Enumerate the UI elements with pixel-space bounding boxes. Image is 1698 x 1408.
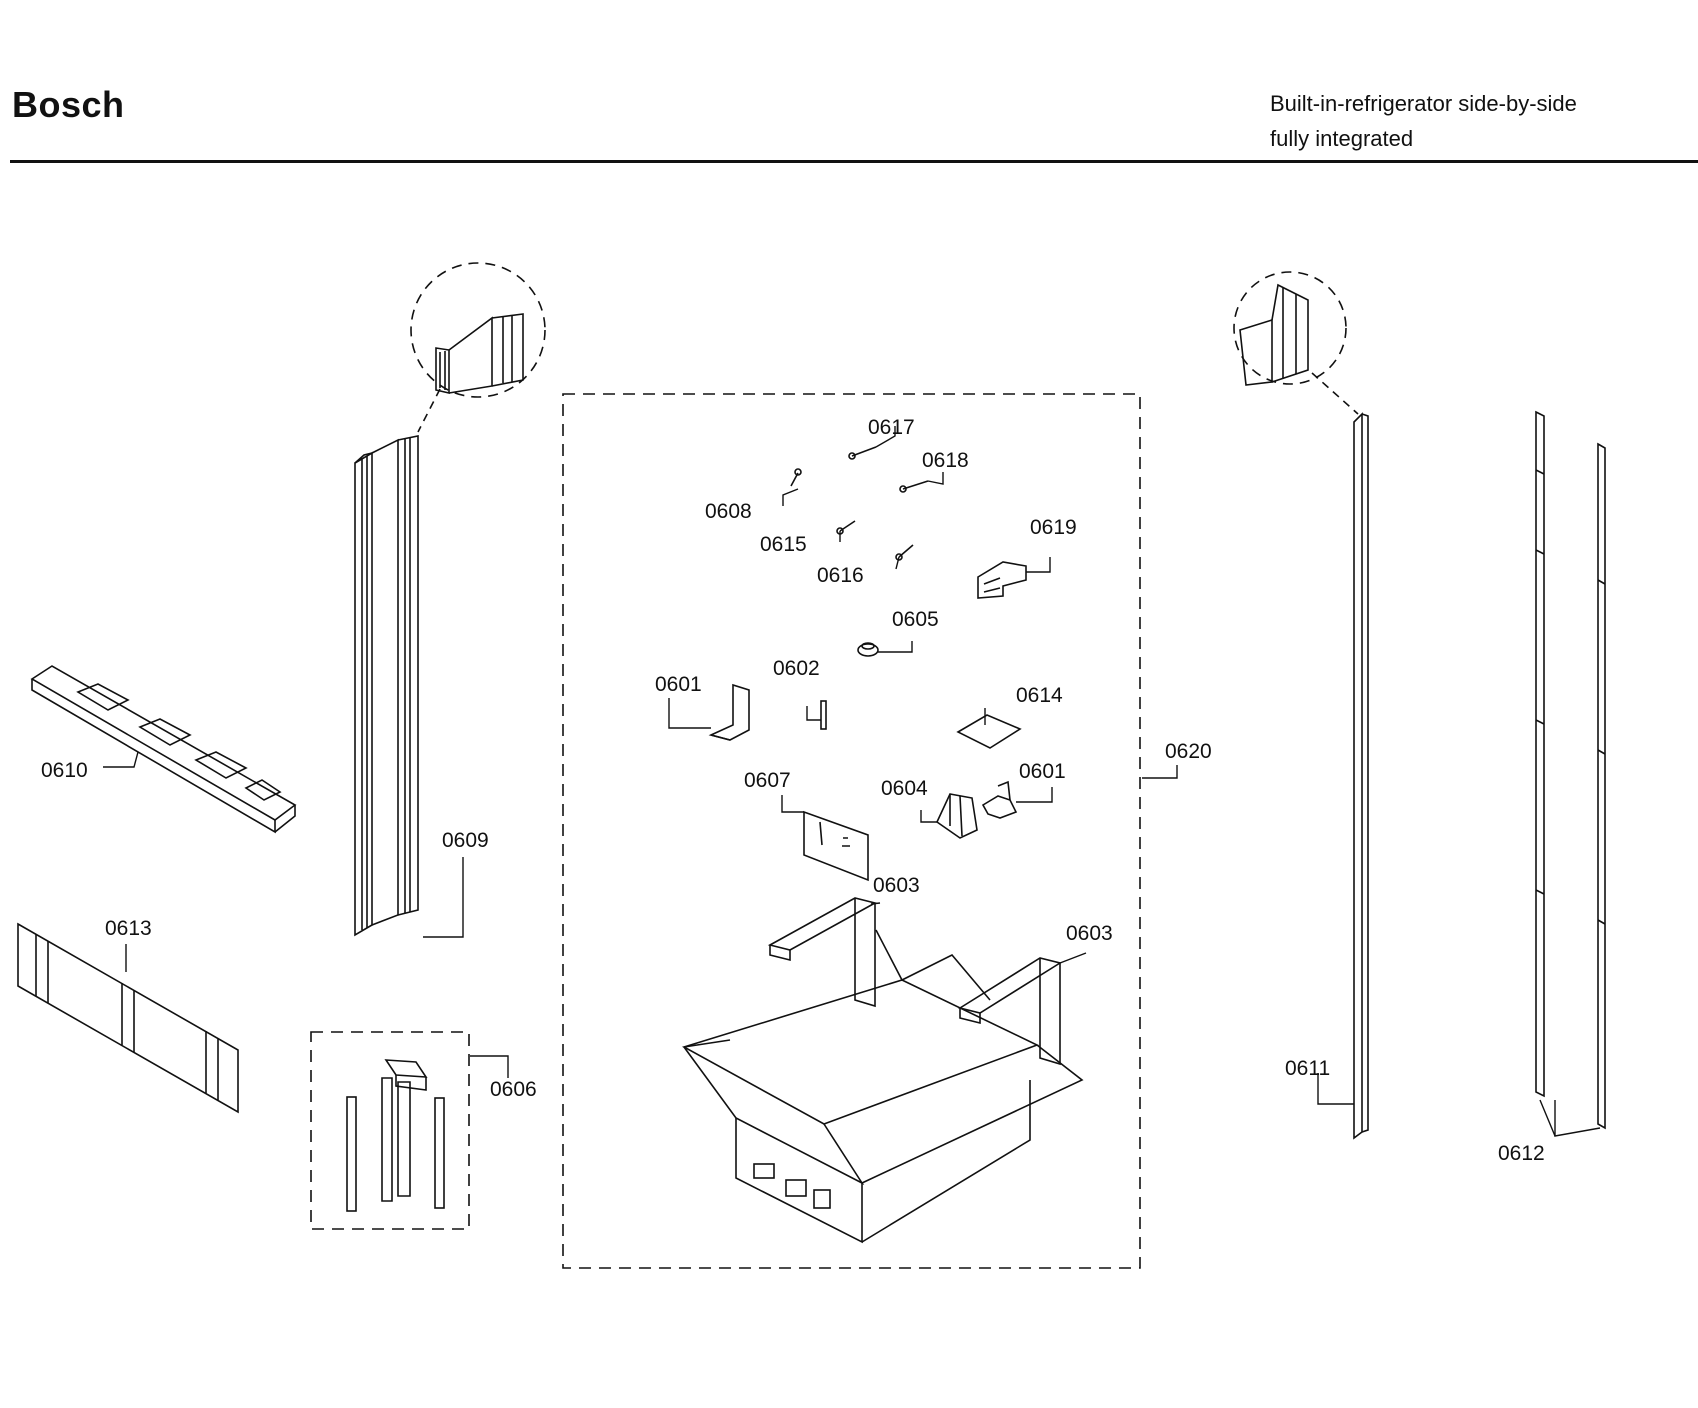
label-0603-b: 0603	[1066, 922, 1113, 945]
label-0601-a: 0601	[655, 673, 702, 696]
label-0605: 0605	[892, 608, 939, 631]
detail-profile-0611	[1239, 283, 1309, 386]
part-0607-plate	[803, 810, 869, 882]
part-0613-panel	[17, 922, 239, 1114]
part-0603-bracket-a	[767, 897, 878, 1008]
label-0618: 0618	[922, 449, 969, 472]
label-0613: 0613	[105, 917, 152, 940]
part-0601-bracket-b	[981, 780, 1018, 819]
label-0606: 0606	[490, 1078, 537, 1101]
label-0601-b: 0601	[1019, 760, 1066, 783]
detail-leader-0609	[417, 388, 441, 433]
part-0611-strip	[1353, 412, 1369, 1140]
detail-profile-0609	[435, 313, 524, 395]
part-0612-strips	[1535, 410, 1606, 1130]
leader-lines	[103, 426, 1601, 1137]
label-0617: 0617	[868, 416, 915, 439]
detail-circle-0611	[1233, 271, 1347, 385]
label-0620: 0620	[1165, 740, 1212, 763]
part-0609-profile	[354, 435, 419, 937]
label-0608: 0608	[705, 500, 752, 523]
detail-leader-0611	[1311, 372, 1359, 415]
part-0610-rail	[30, 665, 297, 834]
part-0606-kit	[346, 1059, 445, 1212]
brand-title: Bosch	[12, 84, 125, 125]
part-0605-nut	[857, 642, 879, 657]
part-0603-bracket-b	[957, 957, 1063, 1066]
label-0614: 0614	[1016, 684, 1063, 707]
label-0611: 0611	[1285, 1057, 1330, 1080]
part-0619-hinge	[977, 561, 1027, 599]
part-0602-pin	[820, 700, 827, 730]
part-screws	[790, 446, 929, 561]
part-packaging-box	[681, 929, 1084, 1244]
label-0602: 0602	[773, 657, 820, 680]
part-0614-plate	[956, 714, 1022, 749]
label-0615: 0615	[760, 533, 807, 556]
subtitle-line-2: fully integrated	[1270, 126, 1414, 151]
label-0616: 0616	[817, 564, 864, 587]
diagram-subtitle: Built-in-refrigerator side-by-side fully…	[1270, 86, 1577, 156]
label-0619: 0619	[1030, 516, 1077, 539]
label-0603-a: 0603	[873, 874, 920, 897]
label-0610: 0610	[41, 759, 88, 782]
kit-box-0606	[310, 1031, 470, 1230]
part-0601-bracket-a	[708, 683, 750, 741]
kit-box-0620	[562, 393, 1141, 1269]
label-0607: 0607	[744, 769, 791, 792]
part-0604-block	[935, 793, 978, 839]
label-0609: 0609	[442, 829, 489, 852]
label-0612: 0612	[1498, 1142, 1545, 1165]
label-0604: 0604	[881, 777, 928, 800]
subtitle-line-1: Built-in-refrigerator side-by-side	[1270, 91, 1577, 116]
header-rule	[10, 160, 1698, 163]
detail-circle-0609	[410, 262, 546, 398]
